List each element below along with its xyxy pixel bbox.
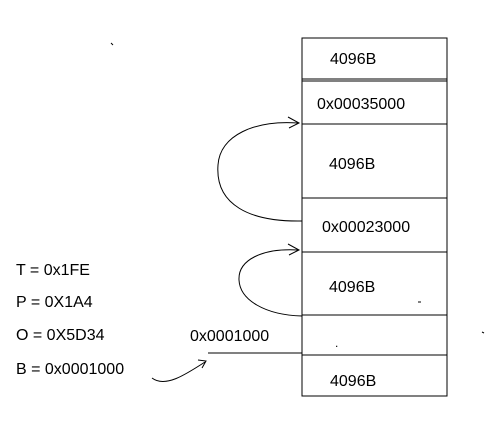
stack-cell-label: 4096B: [329, 279, 376, 296]
stack-cell-label: 4096B: [330, 51, 377, 68]
variable-label: O = 0X5D34: [16, 327, 105, 344]
stack-cell-label: 0x00023000: [322, 219, 411, 236]
stack-cell-label: 4096B: [329, 156, 376, 173]
variable-label: B = 0x0001000: [16, 361, 125, 378]
stray-mark: [110, 42, 114, 46]
base-curved-arrow: [151, 361, 206, 383]
stack-cell-label: 4096B: [330, 373, 377, 390]
lower-loop-arrow: [238, 249, 303, 317]
pointer-label: 0x0001000: [190, 328, 270, 345]
stack-cell-label: 0x00035000: [317, 96, 406, 113]
variable-label: P = 0X1A4: [16, 294, 93, 311]
stray-mark: [481, 331, 485, 334]
upper-loop-arrow: [217, 122, 303, 222]
lower-loop-arrowhead: [287, 243, 301, 256]
variable-label: T = 0x1FE: [16, 262, 90, 279]
stack-outline: [301, 37, 448, 397]
upper-loop-arrowhead: [287, 116, 301, 129]
stack-cell-label: .: [335, 336, 339, 350]
base-arrowhead: [197, 359, 207, 369]
